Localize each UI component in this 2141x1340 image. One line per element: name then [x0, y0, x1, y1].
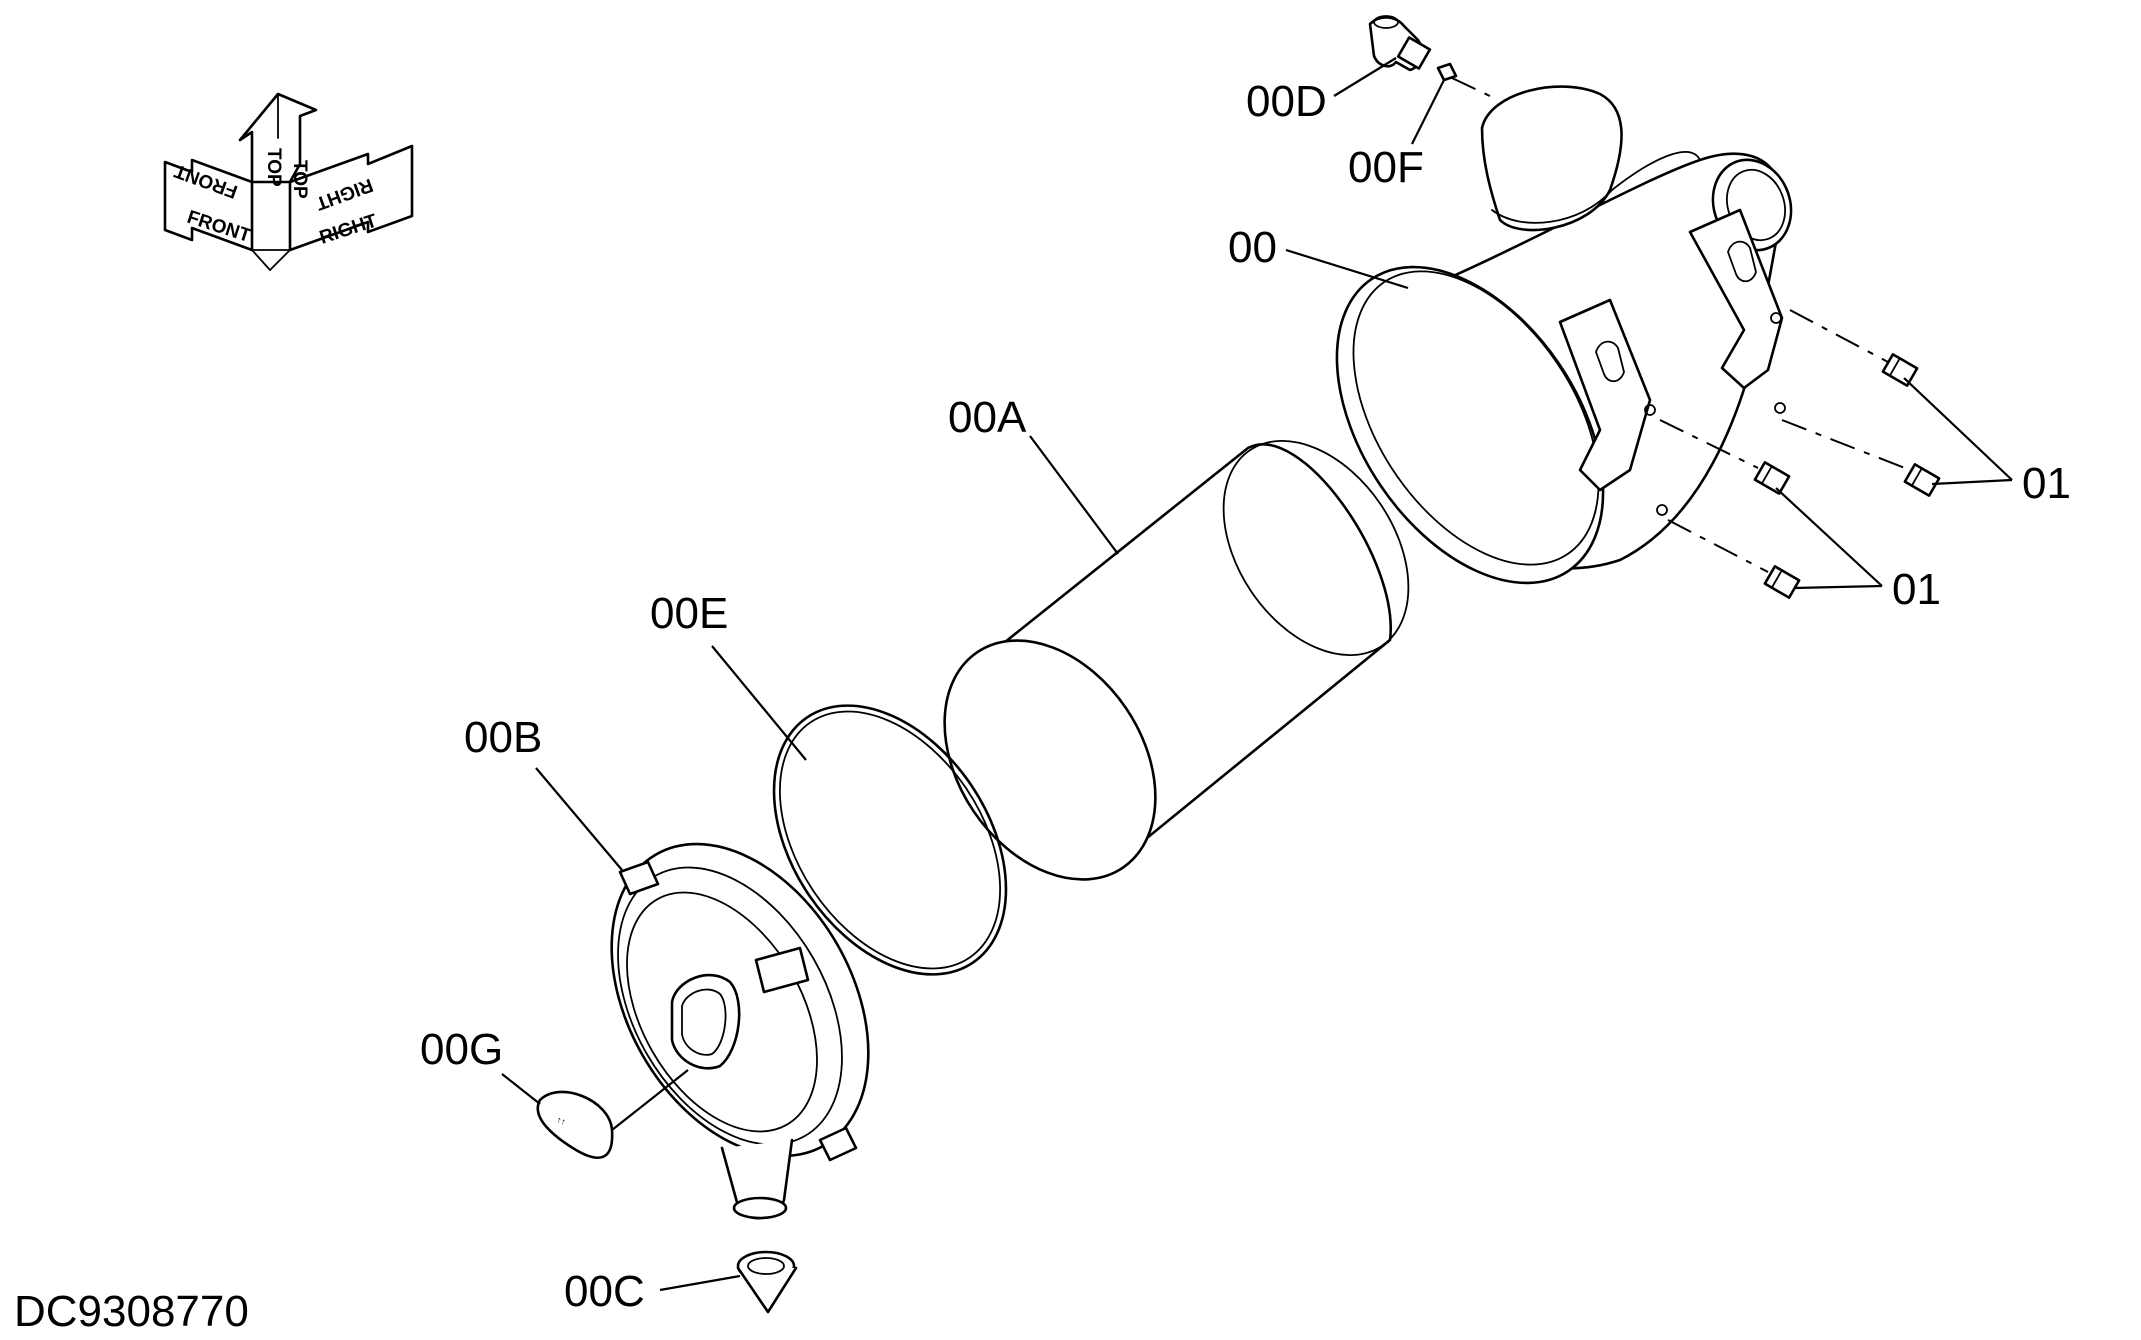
- callout-00F: 00F: [1348, 143, 1424, 192]
- callout-00: 00: [1228, 223, 1277, 272]
- callout-01-lower: 01: [1892, 565, 1941, 614]
- o-ring: [772, 704, 1008, 976]
- filter-element: [943, 439, 1410, 881]
- evacuator-valve: [736, 1250, 798, 1314]
- callout-00G: 00G: [420, 1025, 503, 1074]
- callout-00C: 00C: [564, 1267, 645, 1316]
- callout-01-upper: 01: [2022, 459, 2071, 508]
- plug: [1436, 62, 1491, 97]
- callout-00D: 00D: [1246, 77, 1327, 126]
- cover: [610, 842, 870, 1220]
- callout-00B: 00B: [464, 713, 542, 762]
- air-cleaner-housing: [1335, 85, 1793, 585]
- bolt-group-upper: [1781, 309, 1941, 497]
- restriction-indicator: [1368, 15, 1432, 72]
- top-label-2: TOP: [289, 160, 310, 199]
- leader-lines: [501, 57, 2013, 1292]
- orientation-indicator: FRONT FRONT TOP TOP RIGHT RIGHT: [163, 92, 414, 271]
- top-label: TOP: [263, 148, 284, 187]
- caution-label: ↑↑: [536, 1090, 614, 1159]
- bolt-group-lower: [1659, 419, 1801, 599]
- callout-00A: 00A: [948, 393, 1027, 442]
- drawing-id: DC9308770: [14, 1287, 249, 1335]
- callout-00E: 00E: [650, 589, 728, 638]
- label-arrow-glyph: ↑↑: [555, 1114, 567, 1126]
